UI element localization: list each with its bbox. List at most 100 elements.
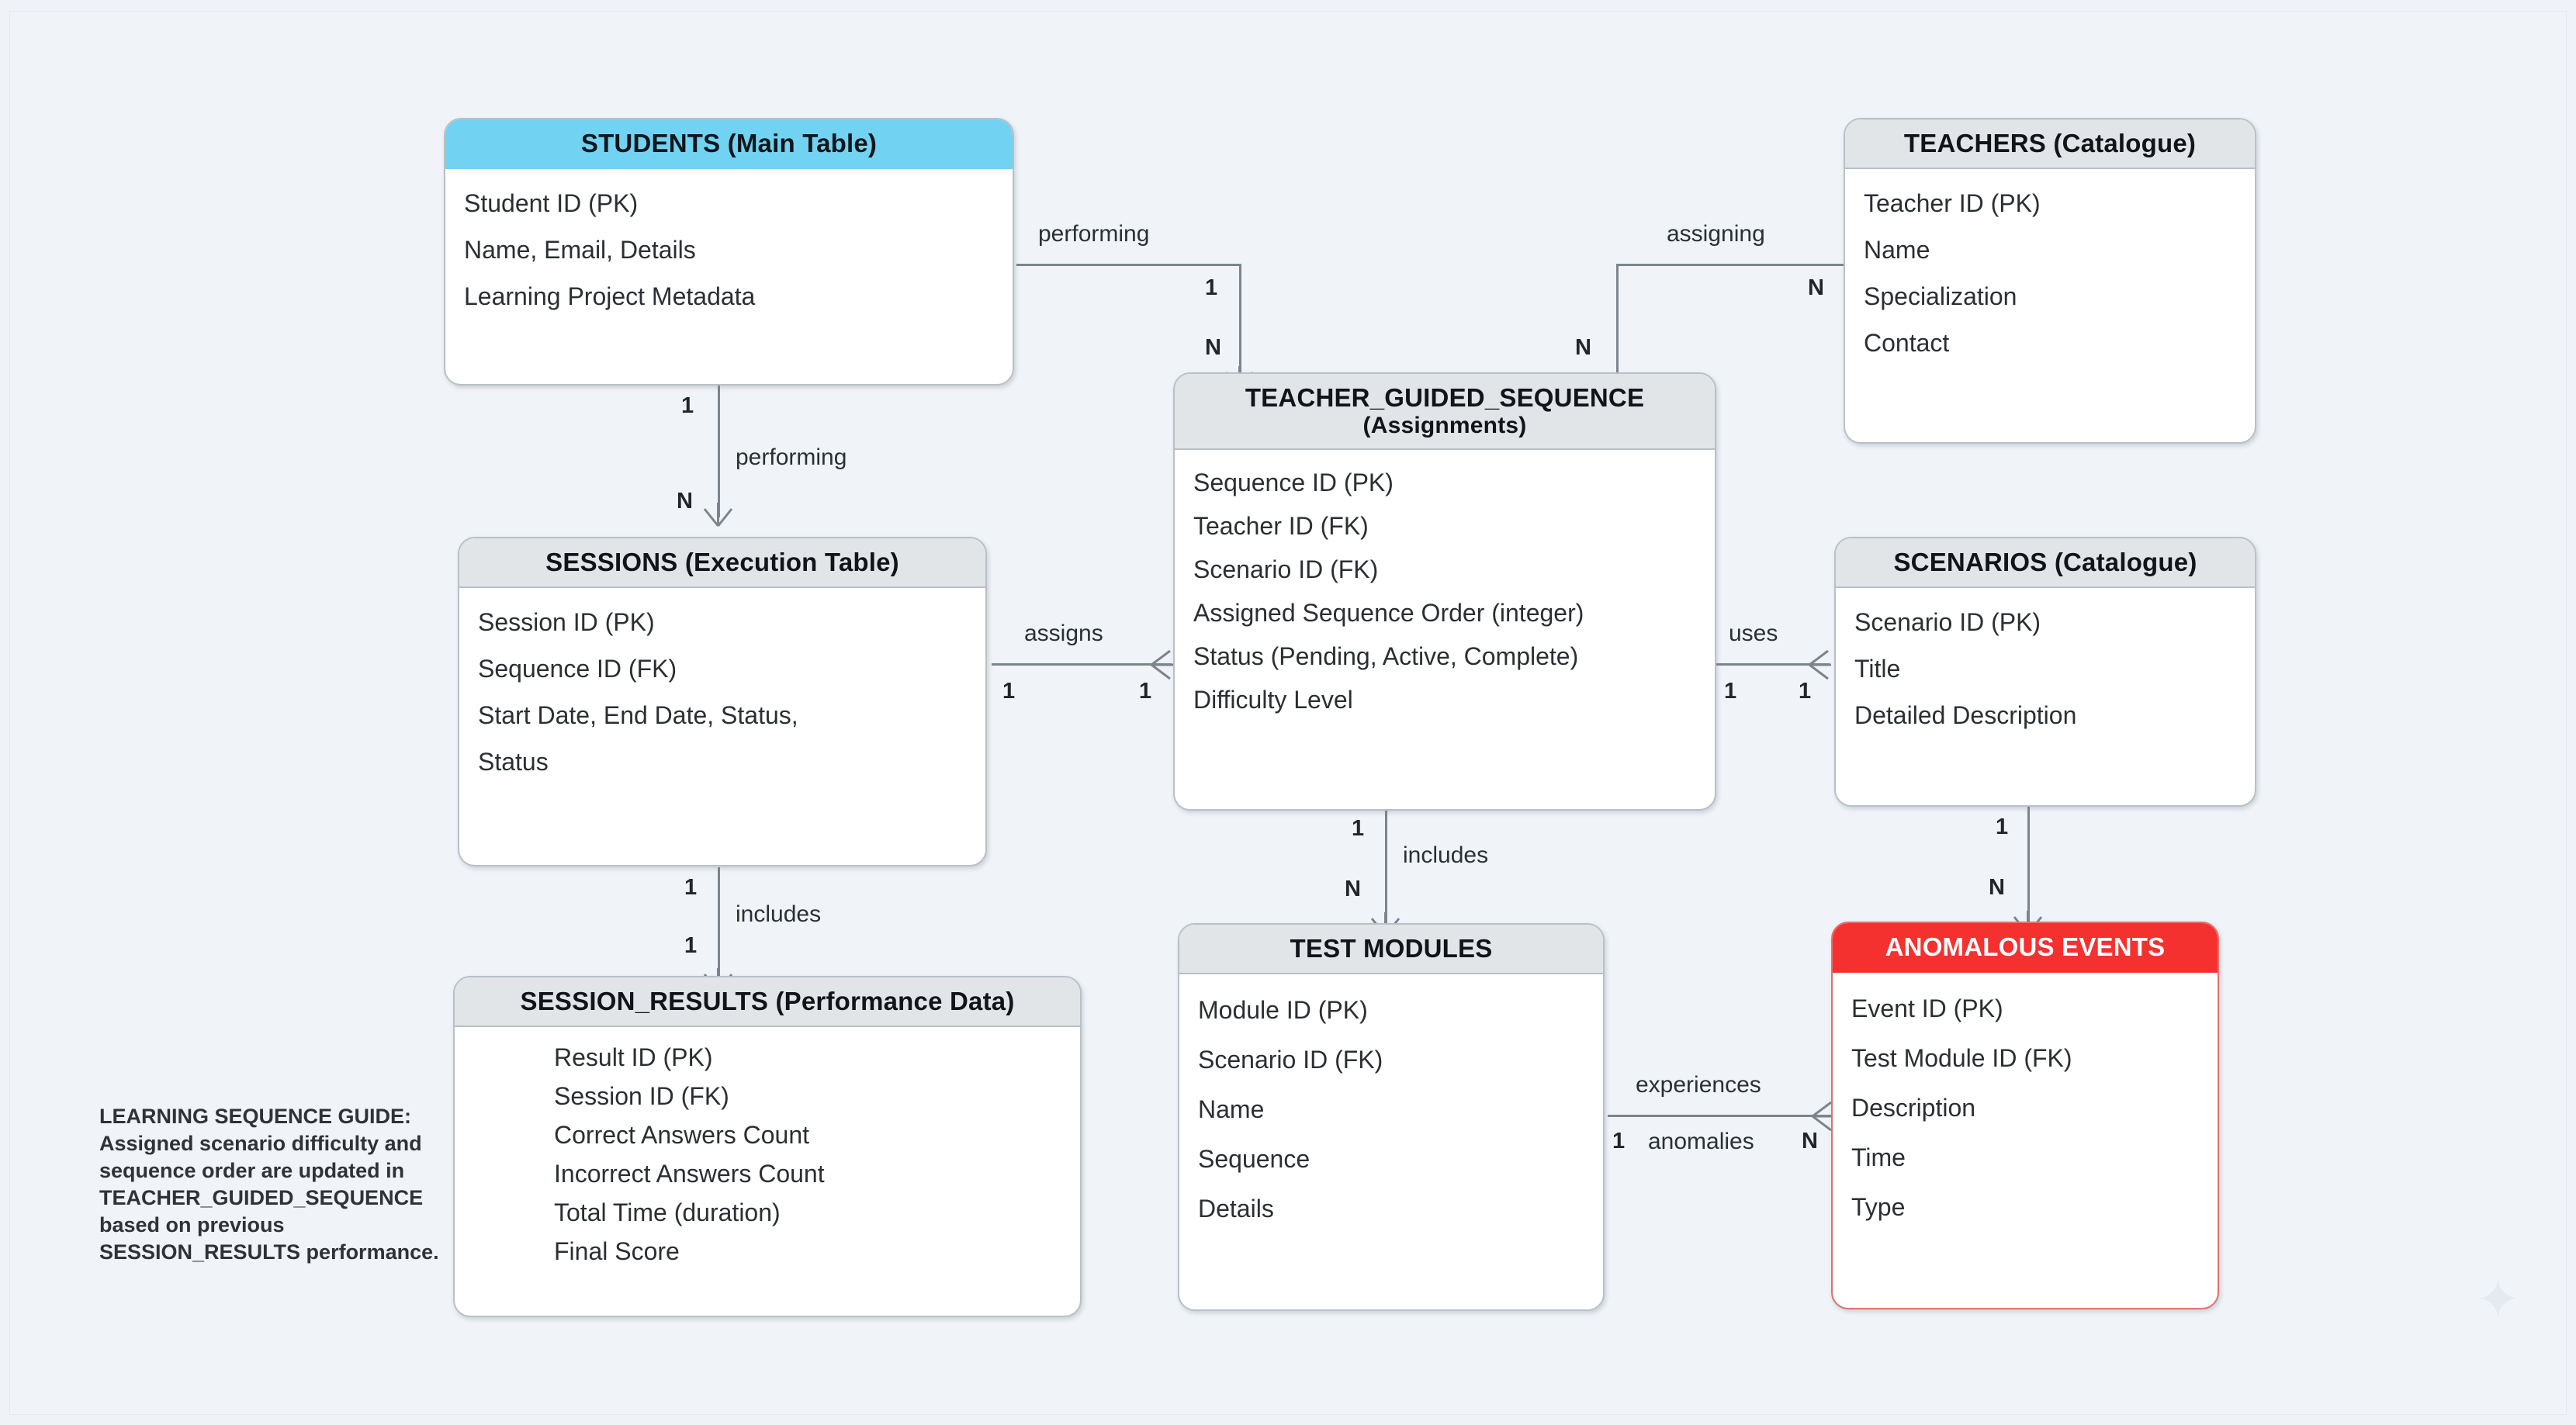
entity-teachers[interactable]: TEACHERS (Catalogue) Teacher ID (PK) Nam… — [1844, 118, 2256, 444]
entity-test-modules-header: TEST MODULES — [1179, 925, 1603, 974]
card-sessions-tgs-to: 1 — [1139, 679, 1152, 704]
crowsfoot-sessions-top — [703, 503, 733, 527]
card-tgs-scenarios-to: 1 — [1799, 679, 1812, 704]
attribute-row: Result ID (PK) — [554, 1043, 713, 1071]
card-tgs-scenarios-from: 1 — [1724, 679, 1737, 704]
edge-students-tgs-horizontal — [1016, 264, 1241, 266]
rel-label-students-tgs: performing — [1038, 221, 1150, 247]
attribute-row: Student ID (PK) — [464, 189, 639, 217]
edge-testmodules-anomalous — [1608, 1115, 1833, 1117]
attribute-row: Details — [1198, 1194, 1274, 1223]
entity-scenarios-title: SCENARIOS (Catalogue) — [1893, 548, 2197, 576]
entity-students-title: STUDENTS (Main Table) — [580, 129, 878, 157]
attribute-row: Time — [1851, 1143, 1906, 1171]
rel-label-sessions-results: includes — [736, 901, 822, 927]
card-students-tgs-from: 1 — [1205, 275, 1218, 300]
attribute-row: Sequence ID (FK) — [478, 654, 677, 683]
card-testmodules-anomalous-to: N — [1802, 1129, 1818, 1153]
attribute-row: Total Time (duration) — [554, 1198, 781, 1226]
entity-scenarios[interactable]: SCENARIOS (Catalogue) Scenario ID (PK) T… — [1834, 537, 2256, 807]
attribute-row: Name, Email, Details — [464, 235, 696, 264]
card-students-sessions-from: 1 — [681, 393, 694, 418]
crowsfoot-tgs-left — [1151, 649, 1173, 680]
attribute-row: Correct Answers Count — [554, 1120, 810, 1149]
attribute-row: Start Date, End Date, Status, — [478, 700, 798, 729]
entity-test-modules-title: TEST MODULES — [1290, 934, 1493, 963]
card-teachers-tgs-from: N — [1808, 275, 1824, 300]
entity-session-results-title: SESSION_RESULTS (Performance Data) — [520, 987, 1015, 1015]
entity-students-header: STUDENTS (Main Table) — [445, 119, 1013, 169]
entity-sessions[interactable]: SESSIONS (Execution Table) Session ID (P… — [458, 537, 987, 866]
entity-anomalous-events[interactable]: ANOMALOUS EVENTS Event ID (PK) Test Modu… — [1831, 922, 2219, 1309]
attribute-row: Incorrect Answers Count — [554, 1159, 825, 1188]
attribute-row: Detailed Description — [1854, 700, 2077, 729]
card-teachers-tgs-to: N — [1575, 335, 1591, 360]
edge-scenarios-anomalous — [2027, 807, 2030, 925]
rel-label-tgs-scenarios: uses — [1729, 621, 1778, 646]
sparkle-icon: ✦ — [2475, 1269, 2521, 1330]
entity-teacher-guided-sequence-title: TEACHER_GUIDED_SEQUENCE — [1245, 383, 1645, 412]
attribute-row: Scenario ID (FK) — [1193, 555, 1379, 583]
card-scenarios-anomalous-from: 1 — [1996, 815, 2009, 839]
entity-teacher-guided-sequence[interactable]: TEACHER_GUIDED_SEQUENCE (Assignments) Se… — [1173, 372, 1716, 811]
learning-sequence-guide-note: LEARNING SEQUENCE GUIDE: Assigned scenar… — [99, 1105, 439, 1264]
card-sessions-tgs-from: 1 — [1002, 679, 1016, 704]
attribute-row: Title — [1854, 654, 1901, 683]
entity-teacher-guided-sequence-subtitle: (Assignments) — [1362, 412, 1527, 438]
rel-label-students-sessions: performing — [736, 444, 847, 470]
attribute-row: Scenario ID (FK) — [1198, 1045, 1383, 1074]
card-students-sessions-to: N — [677, 489, 693, 514]
entity-sessions-header: SESSIONS (Execution Table) — [459, 538, 985, 588]
edge-teachers-tgs-horizontal — [1616, 264, 1849, 266]
entity-test-modules[interactable]: TEST MODULES Module ID (PK) Scenario ID … — [1178, 923, 1605, 1311]
card-tgs-testmodules-to: N — [1345, 877, 1361, 901]
attribute-row: Difficulty Level — [1193, 685, 1353, 714]
attribute-row: Name — [1864, 235, 1930, 264]
card-tgs-testmodules-from: 1 — [1352, 816, 1365, 841]
entity-students[interactable]: STUDENTS (Main Table) Student ID (PK) Na… — [444, 118, 1014, 386]
entity-teachers-title: TEACHERS (Catalogue) — [1903, 129, 2197, 157]
attribute-row: Status (Pending, Active, Complete) — [1193, 642, 1579, 670]
attribute-row: Type — [1851, 1192, 1906, 1221]
attribute-row: Contact — [1864, 328, 1950, 357]
attribute-row: Teacher ID (FK) — [1193, 511, 1369, 540]
attribute-row: Module ID (PK) — [1198, 995, 1368, 1024]
edge-students-sessions — [718, 386, 720, 517]
card-sessions-results-to: 1 — [684, 933, 698, 958]
edge-tgs-testmodules — [1385, 808, 1387, 926]
attribute-row: Sequence — [1198, 1144, 1311, 1173]
attribute-row: Name — [1198, 1095, 1265, 1123]
attribute-row: Session ID (PK) — [478, 607, 655, 636]
entity-sessions-title: SESSIONS (Execution Table) — [545, 548, 899, 576]
entity-test-modules-body: Module ID (PK) Scenario ID (FK) Name Seq… — [1179, 974, 1603, 1246]
entity-session-results-body: Result ID (PK) Session ID (FK) Correct A… — [455, 1027, 1080, 1283]
entity-teachers-body: Teacher ID (PK) Name Specialization Cont… — [1845, 169, 2255, 379]
attribute-row: Learning Project Metadata — [464, 282, 756, 310]
rel-label-testmodules-anomalous: experiences — [1636, 1072, 1761, 1098]
attribute-row: Event ID (PK) — [1851, 994, 2003, 1022]
entity-teachers-header: TEACHERS (Catalogue) — [1845, 119, 2255, 169]
entity-session-results[interactable]: SESSION_RESULTS (Performance Data) Resul… — [453, 976, 1082, 1317]
edge-sessions-results — [718, 867, 720, 982]
attribute-row: Final Score — [554, 1236, 680, 1265]
entity-session-results-header: SESSION_RESULTS (Performance Data) — [455, 977, 1080, 1027]
rel-label-teachers-tgs: assigning — [1667, 221, 1765, 247]
attribute-row: Teacher ID (PK) — [1864, 189, 2041, 217]
entity-sessions-body: Session ID (PK) Sequence ID (FK) Start D… — [459, 588, 985, 797]
attribute-row: Test Module ID (FK) — [1851, 1043, 2072, 1072]
entity-teacher-guided-sequence-body: Sequence ID (PK) Teacher ID (FK) Scenari… — [1175, 450, 1715, 734]
card-sessions-results-from: 1 — [684, 875, 698, 900]
entity-scenarios-body: Scenario ID (PK) Title Detailed Descript… — [1836, 588, 2255, 751]
card-testmodules-anomalous-from: 1 — [1612, 1129, 1626, 1153]
crowsfoot-anomalous-left — [1812, 1101, 1834, 1132]
attribute-row: Specialization — [1864, 282, 2017, 310]
edge-tgs-scenarios — [1715, 663, 1830, 666]
attribute-row: Assigned Sequence Order (integer) — [1193, 598, 1584, 627]
edge-students-tgs-vertical — [1239, 264, 1241, 380]
card-students-tgs-to: N — [1205, 335, 1221, 360]
entity-anomalous-events-body: Event ID (PK) Test Module ID (FK) Descri… — [1833, 973, 2218, 1244]
crowsfoot-scenarios-left — [1809, 649, 1831, 680]
attribute-row: Scenario ID (PK) — [1854, 607, 2041, 636]
edge-teachers-tgs-vertical — [1616, 264, 1619, 380]
